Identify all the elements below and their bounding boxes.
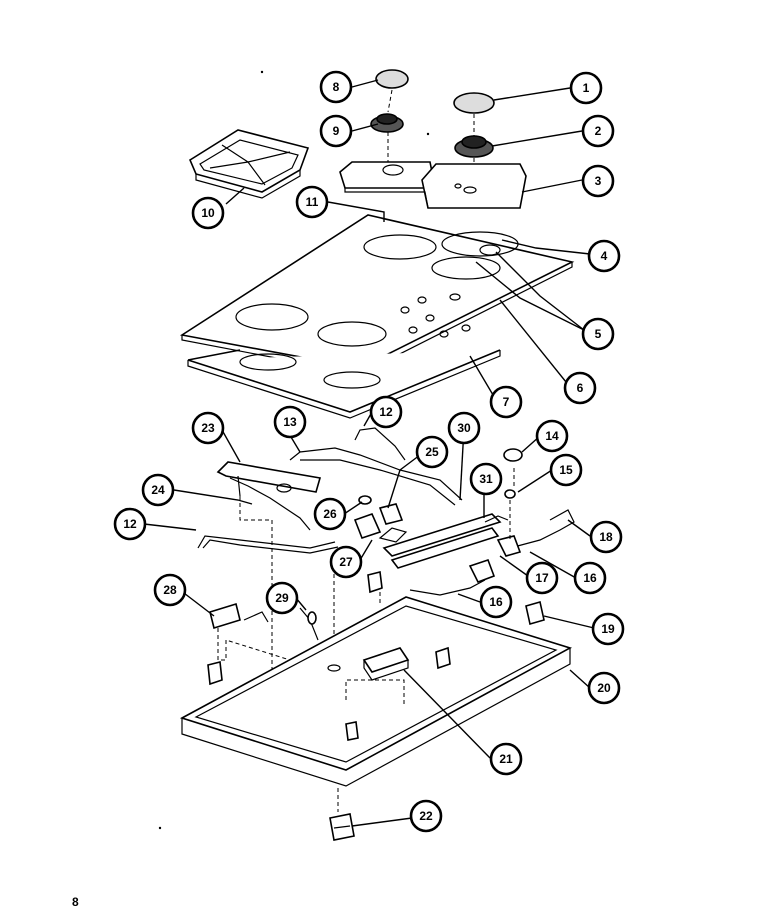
valve-fittings bbox=[353, 448, 523, 594]
callout-7: 7 bbox=[489, 385, 523, 419]
burner-head-small bbox=[370, 113, 404, 133]
svg-text:13: 13 bbox=[283, 415, 297, 429]
callout-31: 31 bbox=[469, 462, 503, 496]
callout-24: 24 bbox=[141, 473, 175, 507]
callout-26: 26 bbox=[313, 497, 347, 531]
svg-text:27: 27 bbox=[339, 555, 353, 569]
svg-text:10: 10 bbox=[201, 206, 215, 220]
callout-18: 18 bbox=[589, 520, 623, 554]
callout-16-lower: 16 bbox=[479, 585, 513, 619]
svg-text:9: 9 bbox=[333, 124, 340, 138]
svg-text:11: 11 bbox=[306, 195, 319, 209]
power-connector bbox=[329, 788, 355, 841]
callout-13: 13 bbox=[273, 405, 307, 439]
burner-grate bbox=[188, 129, 310, 199]
callout-30: 30 bbox=[447, 411, 481, 445]
svg-text:12: 12 bbox=[379, 405, 393, 419]
svg-text:23: 23 bbox=[201, 421, 215, 435]
svg-text:30: 30 bbox=[457, 421, 471, 435]
manifold-bracket bbox=[216, 461, 322, 497]
callout-12-upper: 12 bbox=[369, 395, 403, 429]
cooktop-glass bbox=[179, 214, 575, 375]
svg-text:21: 21 bbox=[499, 752, 513, 766]
svg-text:17: 17 bbox=[535, 571, 549, 585]
svg-text:29: 29 bbox=[275, 591, 289, 605]
svg-text:14: 14 bbox=[545, 429, 559, 443]
callout-16-right: 16 bbox=[573, 561, 607, 595]
callout-6: 6 bbox=[563, 371, 597, 405]
callout-14: 14 bbox=[535, 419, 569, 453]
callout-22: 22 bbox=[409, 799, 443, 833]
burner-cap-small bbox=[375, 69, 409, 89]
svg-text:8: 8 bbox=[333, 80, 340, 94]
svg-text:16: 16 bbox=[489, 595, 503, 609]
callout-20: 20 bbox=[587, 671, 621, 705]
callout-11: 11 bbox=[295, 185, 329, 219]
callout-19: 19 bbox=[591, 612, 625, 646]
valve-manifold bbox=[378, 513, 509, 569]
svg-text:6: 6 bbox=[577, 381, 584, 395]
svg-text:5: 5 bbox=[595, 327, 602, 341]
callout-8: 8 bbox=[319, 70, 353, 104]
cooktop-frame bbox=[187, 349, 501, 419]
svg-text:25: 25 bbox=[425, 445, 439, 459]
callout-10: 10 bbox=[191, 196, 225, 230]
svg-text:20: 20 bbox=[597, 681, 611, 695]
svg-text:7: 7 bbox=[503, 395, 510, 409]
svg-text:15: 15 bbox=[559, 463, 573, 477]
callout-4: 4 bbox=[587, 239, 621, 273]
svg-text:24: 24 bbox=[151, 483, 165, 497]
svg-text:3: 3 bbox=[595, 174, 602, 188]
svg-text:19: 19 bbox=[601, 622, 615, 636]
svg-text:26: 26 bbox=[323, 507, 337, 521]
callout-28: 28 bbox=[153, 573, 187, 607]
callout-12-lower: 12 bbox=[113, 507, 147, 541]
svg-text:18: 18 bbox=[599, 530, 613, 544]
svg-text:2: 2 bbox=[595, 124, 602, 138]
callout-3: 3 bbox=[581, 164, 615, 198]
callout-21: 21 bbox=[489, 742, 523, 776]
burner-base-plates bbox=[339, 161, 527, 209]
svg-text:16: 16 bbox=[583, 571, 597, 585]
callout-9: 9 bbox=[319, 114, 353, 148]
callout-25: 25 bbox=[415, 435, 449, 469]
base-pan bbox=[179, 596, 573, 787]
svg-text:4: 4 bbox=[601, 249, 608, 263]
callout-23: 23 bbox=[191, 411, 225, 445]
callout-2: 2 bbox=[581, 114, 615, 148]
burner-cap-large bbox=[453, 92, 495, 114]
page-number: 8 bbox=[72, 895, 79, 909]
callout-1: 1 bbox=[569, 71, 603, 105]
callout-5: 5 bbox=[581, 317, 615, 351]
callout-15: 15 bbox=[549, 453, 583, 487]
callout-27: 27 bbox=[329, 545, 363, 579]
svg-text:22: 22 bbox=[419, 809, 433, 823]
igniter-wire bbox=[299, 607, 319, 641]
svg-text:28: 28 bbox=[163, 583, 177, 597]
svg-text:1: 1 bbox=[583, 81, 590, 95]
svg-text:12: 12 bbox=[123, 517, 137, 531]
burner-head-large bbox=[454, 135, 494, 158]
side-bracket bbox=[209, 602, 269, 630]
callout-17: 17 bbox=[525, 561, 559, 595]
callout-29: 29 bbox=[265, 581, 299, 615]
svg-text:31: 31 bbox=[479, 472, 493, 486]
